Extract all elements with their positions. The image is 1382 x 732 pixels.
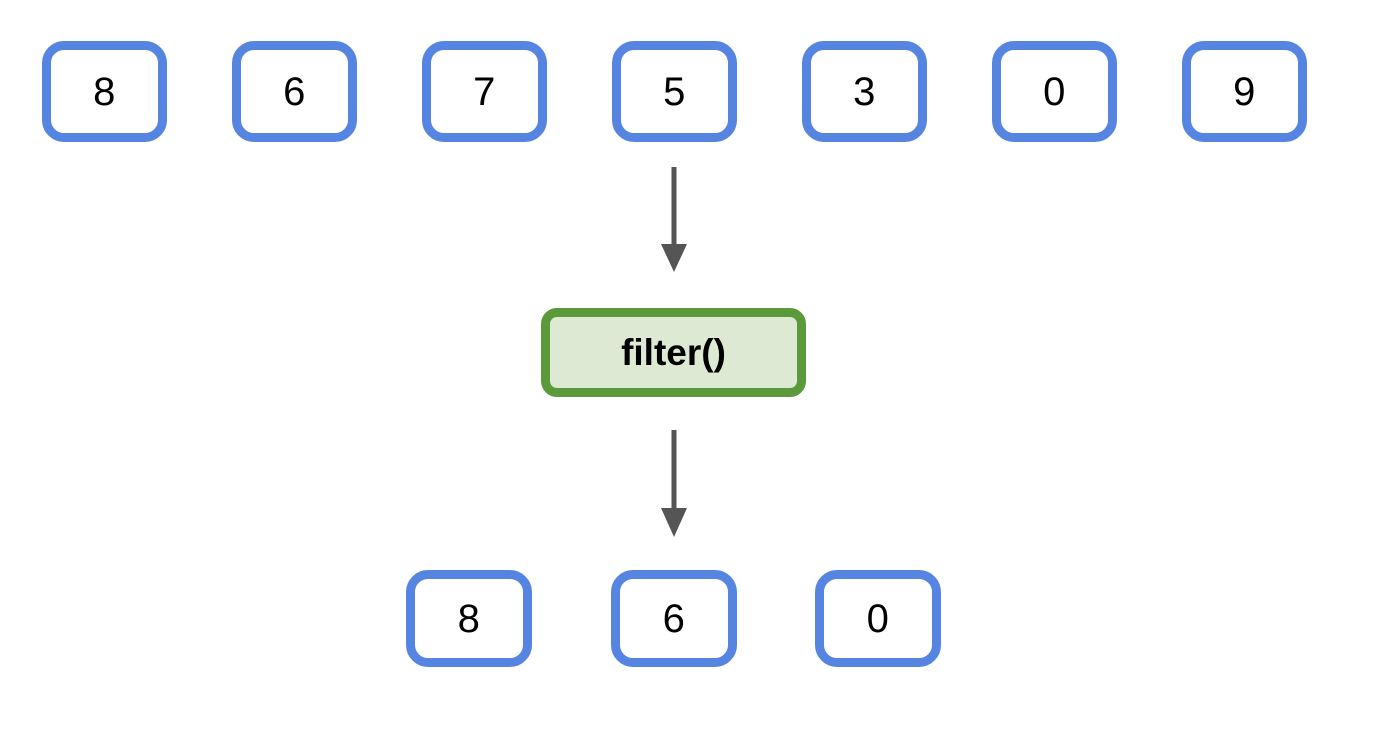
input-item-4-value: 3 — [853, 69, 876, 114]
input-item-5[interactable]: 0 — [992, 41, 1117, 142]
filter-operation[interactable]: filter() — [541, 308, 806, 397]
input-item-3-value: 5 — [663, 69, 686, 114]
output-item-0-value: 8 — [457, 596, 481, 641]
arrow-filter-to-output — [661, 430, 687, 537]
input-item-1[interactable]: 6 — [232, 41, 357, 142]
input-item-2-value: 7 — [473, 69, 496, 114]
input-item-0-value: 8 — [93, 69, 116, 114]
input-item-6-value: 9 — [1233, 69, 1256, 114]
output-item-1-value: 6 — [662, 596, 686, 641]
input-item-6[interactable]: 9 — [1182, 41, 1307, 142]
filter-operation-label: filter() — [621, 332, 726, 373]
output-item-2-value: 0 — [866, 596, 890, 641]
input-item-0[interactable]: 8 — [42, 41, 167, 142]
input-item-4[interactable]: 3 — [802, 41, 927, 142]
input-item-3[interactable]: 5 — [612, 41, 737, 142]
input-item-2[interactable]: 7 — [422, 41, 547, 142]
arrow-input-to-filter — [661, 167, 687, 272]
input-item-1-value: 6 — [283, 69, 306, 114]
output-item-0[interactable]: 8 — [406, 570, 532, 667]
output-item-2[interactable]: 0 — [815, 570, 941, 667]
output-item-1[interactable]: 6 — [611, 570, 737, 667]
input-item-5-value: 0 — [1043, 69, 1066, 114]
